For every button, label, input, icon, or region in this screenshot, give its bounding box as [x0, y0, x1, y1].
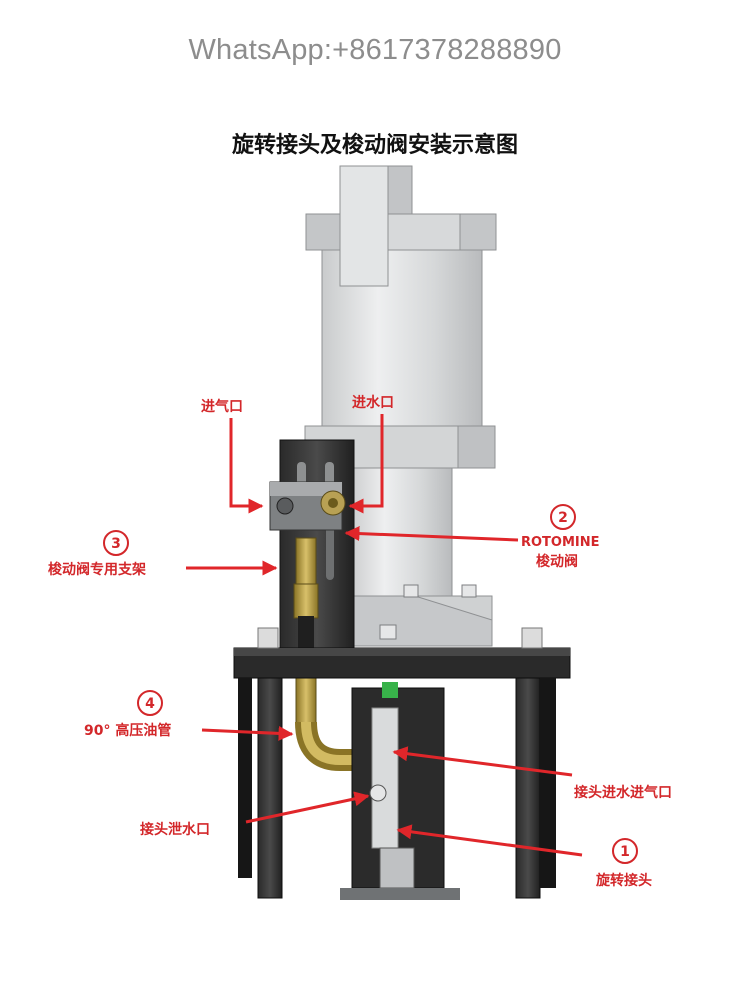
callout-3-circle: [103, 530, 129, 556]
hose-label: 90° 高压油管: [84, 722, 171, 739]
drain-arrow: [245, 791, 370, 824]
bracket-label: 梭动阀专用支架: [48, 561, 146, 578]
water-inlet-arrow: [348, 414, 384, 514]
valve-arrow: [344, 526, 519, 542]
rotary-cylinder: [304, 165, 497, 647]
callout-4-number: 4: [145, 696, 155, 712]
rotary-joint-label: 旋转接头: [595, 872, 652, 889]
machine-frame: [233, 627, 571, 899]
whatsapp-watermark: WhatsApp:+8617378288890: [188, 34, 562, 66]
air-inlet-label: 进气口: [201, 398, 243, 415]
callout-3-number: 3: [111, 536, 121, 552]
joint-inlet-label: 接头进水进气口: [574, 784, 672, 801]
rotary-joint: [340, 682, 460, 900]
shuttle-valve: [269, 481, 346, 531]
callout-4-circle: [137, 690, 163, 716]
drain-label: 接头泄水口: [140, 821, 210, 838]
callout-2-circle: [550, 504, 576, 530]
diagram-title: 旋转接头及梭动阀安装示意图: [231, 133, 518, 158]
callout-2-number: 2: [558, 510, 568, 526]
callout-1-number: 1: [620, 844, 630, 860]
air-inlet-arrow: [229, 418, 264, 514]
water-inlet-label: 进水口: [352, 394, 394, 411]
hose-90-degree: [293, 537, 389, 775]
valve-brand-label: ROTOMINE: [521, 535, 600, 550]
callout-1-circle: [612, 838, 638, 864]
rotary-joint-arrow: [396, 824, 583, 857]
joint-inlet-arrow: [392, 746, 573, 777]
hose-arrow: [201, 725, 294, 741]
valve-name-label: 梭动阀: [536, 553, 578, 570]
